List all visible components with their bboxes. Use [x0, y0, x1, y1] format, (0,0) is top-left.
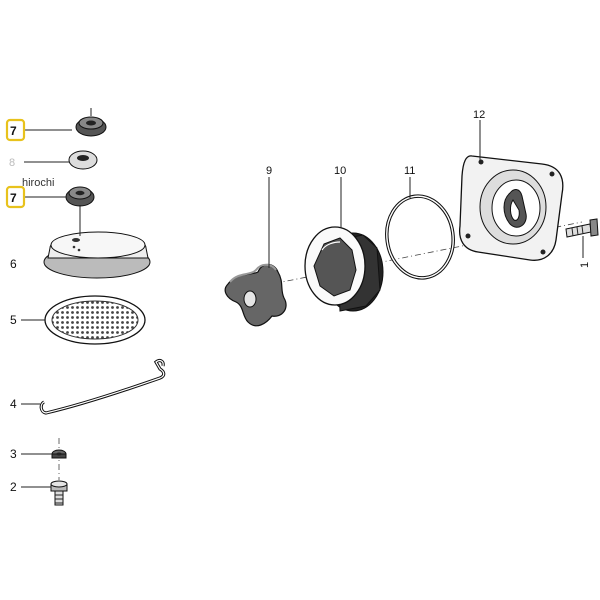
spring-washer-part-3	[51, 438, 67, 480]
callout-5: 5	[10, 313, 17, 327]
callout-4: 4	[10, 397, 17, 411]
nut-part-7-lower	[65, 186, 95, 214]
callout-number: 7	[10, 124, 17, 138]
callout-8: 8	[9, 157, 15, 169]
outer-rotor-part-10	[304, 226, 384, 312]
callout-10: 10	[334, 165, 346, 177]
callout-7-upper: 7	[5, 118, 26, 142]
pump-cover-plate-part-12	[458, 155, 564, 261]
watermark-text: hirochi	[22, 177, 54, 189]
inner-rotor-part-9	[224, 263, 287, 327]
callout-7-lower: 7	[5, 185, 26, 209]
callout-6: 6	[10, 257, 17, 271]
strainer-screen-part-5	[44, 295, 146, 345]
callout-11: 11	[404, 165, 415, 177]
strainer-cover-part-6	[43, 214, 151, 279]
callout-12: 12	[473, 109, 485, 121]
callout-3: 3	[10, 447, 17, 461]
bolt-part-1	[565, 218, 599, 238]
bolt-part-2	[50, 480, 68, 506]
callout-1: 1	[579, 262, 591, 268]
callout-9: 9	[266, 165, 272, 177]
callout-2: 2	[10, 480, 17, 494]
nut-part-7-upper	[75, 108, 107, 137]
wire-clip-part-4	[39, 359, 166, 415]
leader-lines	[21, 120, 584, 488]
callout-number: 7	[10, 191, 17, 205]
washer-part-8	[68, 150, 98, 170]
o-ring-part-11	[385, 194, 455, 280]
